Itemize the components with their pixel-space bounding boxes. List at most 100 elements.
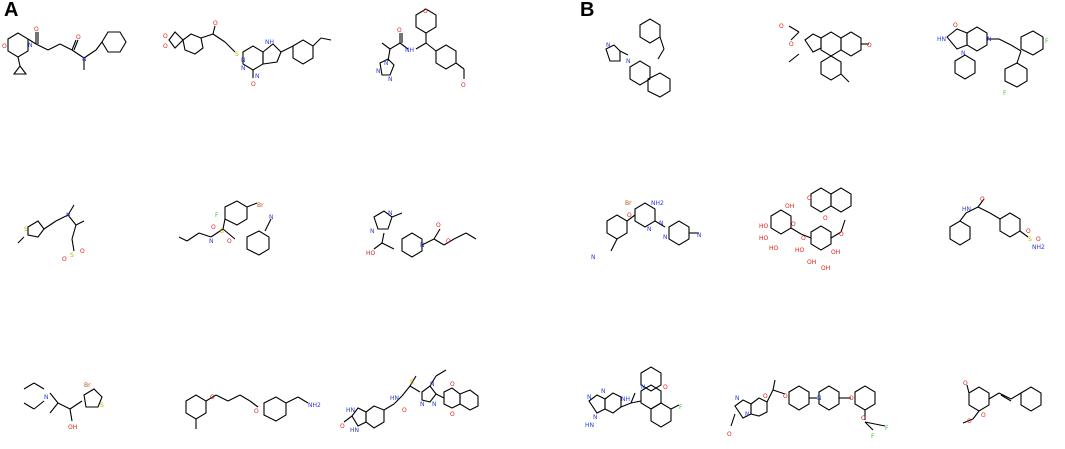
atom-label: N xyxy=(269,214,274,221)
atom-label: N xyxy=(817,395,822,402)
atom-label: N xyxy=(430,381,435,388)
atom-label: N xyxy=(745,411,750,418)
molecule-a-1-3: O O NH N N N O xyxy=(376,8,466,89)
atom-label: O xyxy=(227,238,232,245)
atom-label: O xyxy=(213,20,218,27)
atom-label: O xyxy=(210,394,215,401)
atom-label: F xyxy=(871,433,875,440)
molecule-b-2-3: HN O S O O NH2 xyxy=(949,196,1045,251)
atom-label: O xyxy=(461,82,466,89)
atom-label: O xyxy=(783,393,788,400)
molecule-b-3-3: O O O xyxy=(962,380,1042,425)
atom-label: O xyxy=(163,43,168,50)
atom-label: O xyxy=(254,408,259,415)
atom-label: N xyxy=(647,226,652,233)
atom-label: OH xyxy=(807,259,816,266)
atom-label: N xyxy=(241,57,246,64)
atom-label: O xyxy=(980,196,985,203)
atom-label: S xyxy=(235,51,239,58)
atom-label: OH xyxy=(831,249,840,256)
atom-label: HN xyxy=(390,395,399,402)
atom-label: O xyxy=(1036,236,1041,243)
atom-label: F xyxy=(679,404,683,411)
atom-label: Br xyxy=(84,382,91,389)
atom-label: N xyxy=(388,210,393,217)
atom-label: F xyxy=(885,425,889,432)
atom-label: N xyxy=(663,234,668,241)
atom-label: N xyxy=(420,242,425,249)
atom-label: O xyxy=(80,248,85,255)
atom-label: N xyxy=(641,384,646,391)
atom-label: O xyxy=(251,81,256,88)
atom-label: HO xyxy=(759,235,769,242)
molecule-b-1-2: O O O xyxy=(779,23,872,83)
atom-label: N xyxy=(601,388,606,395)
atom-label: O xyxy=(839,231,844,238)
atom-label: O xyxy=(967,418,972,425)
molecule-a-3-2: O O NH2 xyxy=(185,394,321,429)
atom-label: O xyxy=(397,27,402,34)
molecule-b-1-1: N N xyxy=(605,18,671,98)
atom-label: O xyxy=(789,41,794,48)
atom-label: N xyxy=(659,220,664,227)
atom-label: O xyxy=(963,380,968,387)
atom-label: O xyxy=(867,42,872,49)
atom-label: N xyxy=(376,68,381,75)
atom-label: N xyxy=(388,76,393,83)
atom-label: O xyxy=(62,256,67,263)
atom-label: O xyxy=(801,235,806,242)
panel-label-a: A xyxy=(4,0,19,21)
molecule-b-2-1: Br NH2 O N N N N N xyxy=(591,200,702,261)
atom-label: OH xyxy=(821,265,830,272)
atom-label: N xyxy=(593,414,598,421)
atom-label: O xyxy=(763,393,768,400)
atom-label: N xyxy=(66,212,71,219)
atom-label: O xyxy=(953,22,958,29)
molecule-b-3-2: N N O O N O O O F F xyxy=(727,379,889,440)
atom-label: O xyxy=(450,381,455,388)
atom-label: S xyxy=(410,379,414,386)
atom-label: HO xyxy=(759,223,769,230)
atom-label: NH2 xyxy=(651,200,664,207)
atom-label: O xyxy=(34,26,39,33)
molecule-a-3-1: Br N S OH xyxy=(23,382,104,431)
molecule-a-2-3: N N HO N O O xyxy=(366,210,477,258)
atom-label: HN xyxy=(350,427,359,434)
atom-label: F xyxy=(215,212,219,219)
atom-label: N xyxy=(432,401,437,408)
molecule-a-1-1: O O N O N xyxy=(2,26,127,75)
molecule-b-1-3: O HN N N F F xyxy=(937,22,1049,97)
molecule-a-2-1: S N S O O xyxy=(17,204,85,263)
atom-label: N xyxy=(587,394,592,401)
atom-label: N xyxy=(606,42,611,49)
atom-label: NH xyxy=(265,39,274,46)
atom-label: HN xyxy=(346,407,355,414)
atom-label: O xyxy=(627,212,632,219)
atom-label: N xyxy=(82,56,87,63)
atom-label: Br xyxy=(625,200,632,207)
atom-label: S xyxy=(220,228,224,235)
atom-label: O xyxy=(727,431,732,438)
atom-label: OH xyxy=(785,203,794,210)
atom-label: O xyxy=(779,23,784,30)
atom-label: N xyxy=(697,232,702,239)
atom-label: O xyxy=(849,395,854,402)
atom-label: N xyxy=(241,65,246,72)
molecule-b-3-1: N N N HN NH N O F xyxy=(585,366,683,429)
atom-label: O xyxy=(450,411,455,418)
atom-label: HO xyxy=(795,247,805,254)
atom-label: O xyxy=(163,33,168,40)
atom-label: O xyxy=(340,423,345,430)
atom-label: Br xyxy=(257,202,264,209)
atom-label: S xyxy=(70,252,74,259)
atom-label: O xyxy=(823,215,828,222)
molecule-a-3-3: HN O HN HN S N N N O O O xyxy=(340,369,479,434)
atom-label: O xyxy=(76,34,81,41)
atom-label: OH xyxy=(68,424,77,431)
atom-label: O xyxy=(423,8,428,15)
atom-label: S xyxy=(24,226,28,233)
atom-label: N xyxy=(420,401,425,408)
atom-label: HO xyxy=(769,245,779,252)
atom-label: N xyxy=(626,58,631,65)
atom-label: NH2 xyxy=(1032,244,1045,251)
